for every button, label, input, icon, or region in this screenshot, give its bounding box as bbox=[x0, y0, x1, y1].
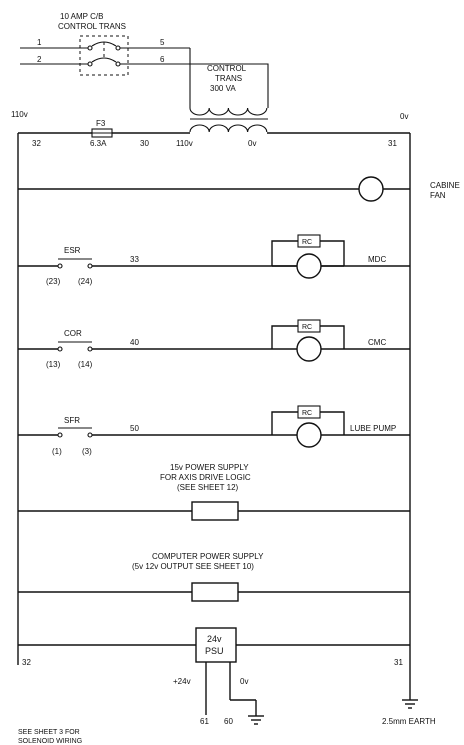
input-wire-1: 1 bbox=[37, 38, 42, 47]
input-wire-2: 2 bbox=[37, 55, 42, 64]
computer-psu-box bbox=[191, 582, 239, 602]
esr-pin-a: (23) bbox=[46, 277, 61, 286]
rung-cor bbox=[18, 319, 410, 362]
computer-psu-label-1: COMPUTER POWER SUPPLY bbox=[152, 552, 264, 561]
wire-60: 60 bbox=[224, 717, 233, 726]
sfr-contact-label: SFR bbox=[64, 416, 80, 425]
cor-pin-b: (14) bbox=[78, 360, 93, 369]
transformer-0v: 0v bbox=[248, 139, 256, 148]
transformer-label-2: TRANS bbox=[215, 74, 242, 83]
earth-label: 2.5mm EARTH bbox=[382, 717, 436, 726]
psu24-label-1: 24v bbox=[207, 634, 222, 644]
output-wire-6: 6 bbox=[160, 55, 165, 64]
supply-110v-label: 110v bbox=[11, 110, 28, 119]
sfr-pin-b: (3) bbox=[82, 447, 92, 456]
breaker-title-2: CONTROL TRANS bbox=[58, 22, 126, 31]
fuse-rating: 6.3A bbox=[90, 139, 107, 148]
wire-31-top: 31 bbox=[388, 139, 397, 148]
earth-symbol bbox=[402, 699, 418, 709]
psu15-label-2: FOR AXIS DRIVE LOGIC bbox=[160, 473, 251, 482]
wire-30: 30 bbox=[140, 139, 149, 148]
wire-50: 50 bbox=[130, 424, 139, 433]
load-mdc: MDC bbox=[368, 255, 386, 264]
breaker-title-1: 10 AMP C/B bbox=[60, 12, 103, 21]
psu-earth-symbol bbox=[248, 715, 264, 725]
wire-61: 61 bbox=[200, 717, 209, 726]
fuse-name: F3 bbox=[96, 119, 106, 128]
fan-label-1: CABINE bbox=[430, 181, 460, 190]
esr-contact-label: ESR bbox=[64, 246, 81, 255]
transformer-label-3: 300 VA bbox=[210, 84, 236, 93]
output-0v: 0v bbox=[240, 677, 248, 686]
supply-0v-label: 0v bbox=[400, 112, 408, 121]
wire-32-bottom: 32 bbox=[22, 658, 31, 667]
note-line-2: SOLENOID WIRING bbox=[18, 738, 82, 745]
wire-33: 33 bbox=[130, 255, 139, 264]
wire-40: 40 bbox=[130, 338, 139, 347]
load-lube-pump: LUBE PUMP bbox=[350, 424, 396, 433]
cor-pin-a: (13) bbox=[46, 360, 61, 369]
esr-pin-b: (24) bbox=[78, 277, 93, 286]
rung-esr bbox=[18, 234, 410, 279]
cor-contact-label: COR bbox=[64, 329, 82, 338]
output-wire-5: 5 bbox=[160, 38, 165, 47]
wire-31-bottom: 31 bbox=[394, 658, 403, 667]
psu15-label-1: 15v POWER SUPPLY bbox=[170, 463, 249, 472]
rc-suppressor-2: RC bbox=[302, 324, 312, 331]
note-line-1: SEE SHEET 3 FOR bbox=[18, 729, 80, 736]
transformer-feed-2 bbox=[190, 63, 269, 108]
output-plus24v: +24v bbox=[173, 677, 191, 686]
transformer-primary-coil bbox=[189, 107, 268, 116]
circuit-breaker-box bbox=[79, 35, 129, 76]
psu15-label-3: (SEE SHEET 12) bbox=[177, 483, 239, 492]
transformer-110v: 110v bbox=[176, 139, 193, 148]
psu15-box bbox=[191, 501, 239, 521]
cabinet-fan-motor bbox=[358, 176, 384, 202]
rc-suppressor-3: RC bbox=[302, 410, 312, 417]
computer-psu-label-2: (5v 12v OUTPUT SEE SHEET 10) bbox=[132, 562, 254, 571]
transformer-label-1: CONTROL bbox=[207, 64, 247, 73]
wire-32-top: 32 bbox=[32, 139, 41, 148]
rung-sfr bbox=[18, 405, 410, 448]
transformer-secondary-coil bbox=[189, 124, 268, 133]
sfr-pin-a: (1) bbox=[52, 447, 62, 456]
load-cmc: CMC bbox=[368, 338, 386, 347]
rc-suppressor-1: RC bbox=[302, 239, 312, 246]
psu24-label-2: PSU bbox=[205, 646, 224, 656]
fan-label-2: FAN bbox=[430, 191, 446, 200]
breaker-contacts bbox=[20, 41, 190, 67]
